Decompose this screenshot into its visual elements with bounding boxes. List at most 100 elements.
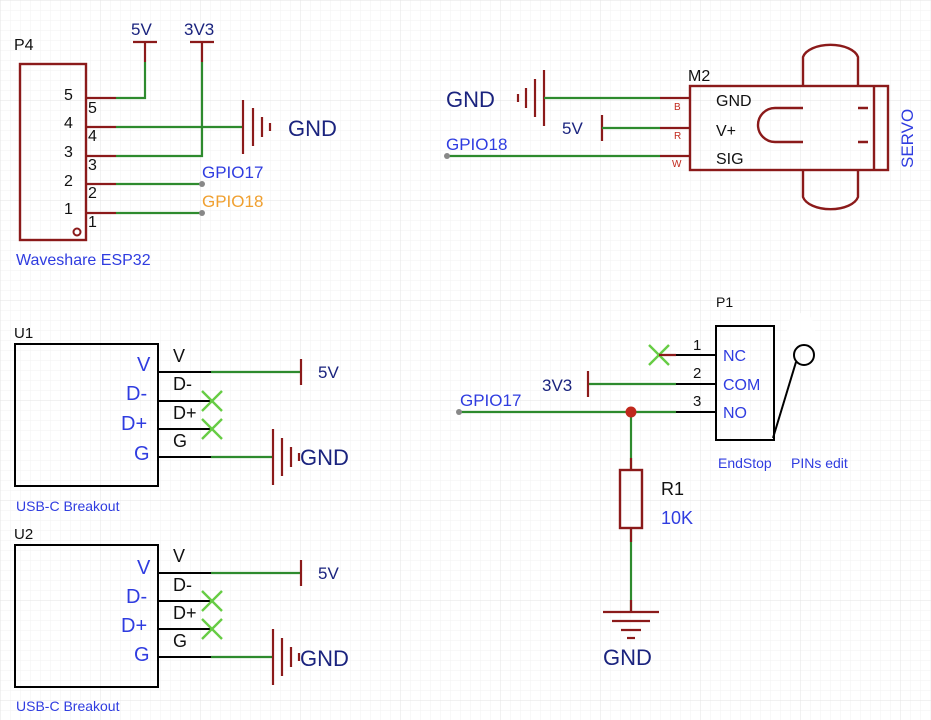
- u2-5v-label: 5V: [318, 564, 339, 583]
- p1-component-name: EndStop: [718, 455, 772, 471]
- u2-pin-v-outer: V: [173, 546, 185, 566]
- m2-designator: M2: [688, 68, 710, 85]
- p4-5v-flag[interactable]: 5V: [131, 20, 157, 62]
- p4-gnd-label: GND: [288, 116, 337, 141]
- m2-gpio18-net-label[interactable]: GPIO18: [446, 135, 507, 154]
- u2-gnd-symbol[interactable]: GND: [271, 629, 349, 685]
- p4-gpio18-net-dot: [199, 210, 205, 216]
- p4-inner-pin-2: 2: [64, 173, 73, 190]
- u2-pin-g-inner: G: [134, 644, 150, 666]
- p4-inner-pin-1: 1: [64, 201, 73, 218]
- u2-pin-dplus-inner: D+: [121, 615, 147, 637]
- u1-gnd-label: GND: [300, 445, 349, 470]
- m2-component-name: SERVO: [898, 109, 917, 168]
- u2-component-name: USB-C Breakout: [16, 698, 120, 714]
- u1-5v-label: 5V: [318, 363, 339, 382]
- p1-3v3-flag[interactable]: 3V3: [542, 371, 590, 397]
- r1-designator: R1: [661, 479, 684, 499]
- u2-pin-dplus-outer: D+: [173, 603, 197, 623]
- p4-component[interactable]: P4 5 4 3 2 1 5 4 3 2 1 Waveshare ESP32: [14, 37, 151, 269]
- p4-gpio17-net-label[interactable]: GPIO17: [202, 163, 263, 182]
- r1-value: 10K: [661, 508, 693, 528]
- m2-pin-label-gnd: GND: [716, 93, 752, 110]
- u1-pin-dplus-outer: D+: [173, 403, 197, 423]
- p1-component-name-suffix: PINs edit: [791, 455, 848, 471]
- u1-pin-g-outer: G: [173, 431, 187, 451]
- u1-gnd-symbol[interactable]: GND: [271, 429, 349, 485]
- p4-outer-pin-5: 5: [88, 100, 97, 117]
- u2-gnd-label: GND: [300, 646, 349, 671]
- u1-no-connect-dminus: [201, 390, 223, 412]
- p4-inner-pin-4: 4: [64, 115, 73, 132]
- p4-outer-pin-3: 3: [88, 157, 97, 174]
- p4-inner-pin-5: 5: [64, 87, 73, 104]
- p4-3v3-label: 3V3: [184, 20, 214, 39]
- u1-component[interactable]: U1 V D- D+ G V D- D+ G USB-C Breakout: [14, 325, 211, 514]
- m2-gnd-label: GND: [446, 87, 495, 112]
- u2-pin-dminus-inner: D-: [126, 586, 147, 608]
- p1-pin-num-1: 1: [693, 337, 701, 354]
- p1-3v3-label: 3V3: [542, 376, 572, 395]
- servo-horn-icon: [756, 43, 868, 211]
- u2-5v-flag[interactable]: 5V: [299, 560, 339, 586]
- m2-pin-code-b: B: [674, 102, 681, 113]
- u1-no-connect-dplus: [201, 418, 223, 440]
- u1-pin-dplus-inner: D+: [121, 413, 147, 435]
- u1-5v-flag[interactable]: 5V: [299, 359, 339, 385]
- m2-gpio18-net-dot: [444, 153, 450, 159]
- p1-gpio17-net-label[interactable]: GPIO17: [460, 391, 521, 410]
- p4-outer-pin-1: 1: [88, 214, 97, 231]
- switch-lever-icon: [772, 361, 797, 439]
- p1-pin-num-2: 2: [693, 365, 701, 382]
- p4-outer-pin-4: 4: [88, 128, 97, 145]
- p4-gpio17-net-dot: [199, 181, 205, 187]
- u1-body: [14, 343, 159, 487]
- r1-gnd-symbol[interactable]: GND: [603, 600, 659, 670]
- u2-pin-g-outer: G: [173, 631, 187, 651]
- u2-no-connect-dminus: [201, 590, 223, 612]
- p4-gnd-symbol[interactable]: GND: [241, 100, 337, 154]
- p1-lever-highlight: [787, 313, 815, 347]
- p4-wires[interactable]: [116, 62, 243, 215]
- p1-gpio17-net-dot: [456, 409, 462, 415]
- junction-dot: [625, 406, 637, 418]
- p4-inner-pin-3: 3: [64, 144, 73, 161]
- p1-pin-label-nc: NC: [723, 348, 746, 365]
- m2-wires[interactable]: [447, 96, 660, 158]
- switch-roller-icon: [793, 344, 815, 366]
- m2-gnd-symbol[interactable]: GND: [446, 70, 546, 126]
- r1-gnd-label: GND: [603, 645, 652, 670]
- p4-component-name: Waveshare ESP32: [16, 252, 151, 269]
- p1-pin-num-3: 3: [693, 393, 701, 410]
- u2-designator: U2: [14, 526, 33, 543]
- p4-pin1-marker: [72, 227, 82, 237]
- p4-body: [18, 62, 88, 242]
- p1-component[interactable]: P1 1 2 3 NC COM NO EndStop PINs edit: [676, 294, 848, 471]
- r1-component[interactable]: R1 10K: [618, 458, 693, 542]
- p4-outer-pin-2: 2: [88, 185, 97, 202]
- u1-wires[interactable]: [211, 370, 301, 459]
- p1-designator: P1: [716, 294, 733, 310]
- p1-pin-label-com: COM: [723, 377, 760, 394]
- u2-component[interactable]: U2 V D- D+ G V D- D+ G USB-C Breakout: [14, 526, 211, 714]
- u1-designator: U1: [14, 325, 33, 342]
- u1-pin-dminus-outer: D-: [173, 374, 192, 394]
- u1-pin-dminus-inner: D-: [126, 383, 147, 405]
- m2-pin-code-r: R: [674, 131, 681, 142]
- m2-component[interactable]: M2 B R W GND V+ SIG SERVO: [660, 43, 917, 211]
- p4-gpio18-net-label[interactable]: GPIO18: [202, 192, 263, 211]
- p4-3v3-flag[interactable]: 3V3: [184, 20, 214, 62]
- u1-pin-g-inner: G: [134, 443, 150, 465]
- u1-component-name: USB-C Breakout: [16, 498, 120, 514]
- p4-designator: P4: [14, 37, 34, 54]
- u1-pin-v-outer: V: [173, 346, 185, 366]
- m2-body: [688, 84, 890, 172]
- u1-pin-v-inner: V: [137, 354, 151, 376]
- u2-no-connect-dplus: [201, 618, 223, 640]
- u2-pin-v-inner: V: [137, 557, 151, 579]
- u2-body: [14, 544, 159, 688]
- u2-wires[interactable]: [211, 571, 301, 659]
- p4-5v-label: 5V: [131, 20, 152, 39]
